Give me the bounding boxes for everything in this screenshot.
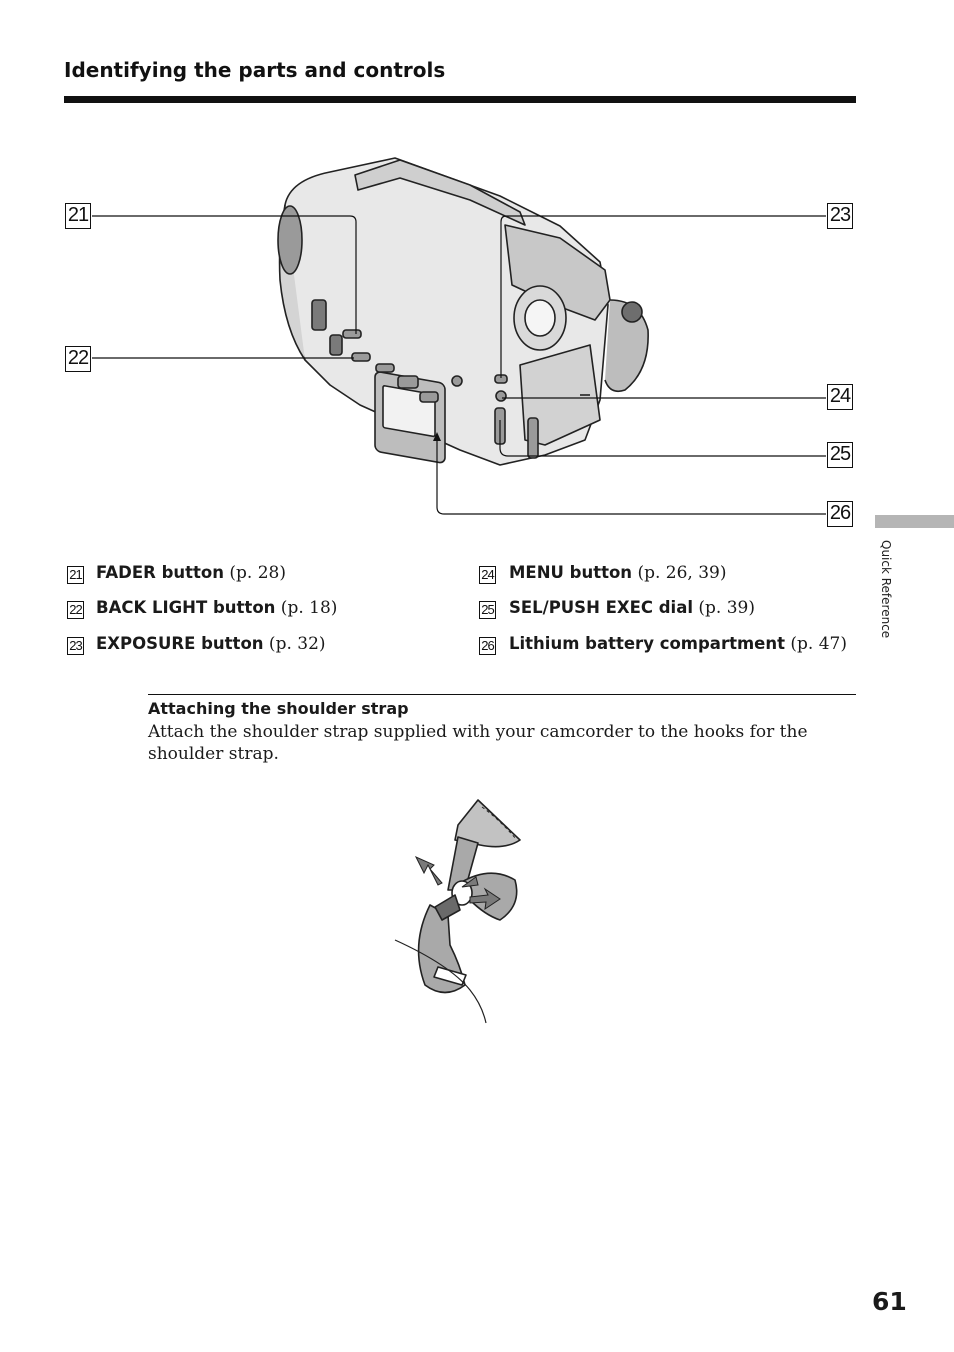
legend-name: MENU button [509,563,633,582]
legend-item: MENU button (p. 26, 39) [509,563,727,583]
callout-badge-21: 21 [65,203,91,229]
legend-ref: (p. 47) [785,634,847,654]
shoulder-strap-illustration [394,799,521,1024]
callout-badge-26: 26 [827,501,853,527]
legend-badge: 23 [67,637,84,655]
legend-name: FADER button [96,563,224,582]
legend-name: EXPOSURE button [96,634,264,653]
legend-name: SEL/PUSH EXEC dial [509,598,693,617]
legend-name: BACK LIGHT button [96,598,276,617]
legend-ref: (p. 32) [263,634,326,654]
side-tab-label: Quick Reference [879,540,893,639]
legend-item: BACK LIGHT button (p. 18) [96,598,337,618]
legend-ref: (p. 28) [223,563,286,583]
legend-badge: 22 [67,601,84,619]
heading-rule [64,96,856,103]
legend-ref: (p. 26, 39) [632,563,727,583]
legend-badge: 24 [479,566,496,584]
camcorder-illustration [92,157,826,515]
page-number: 61 [872,1287,907,1316]
section-tab-bar [875,515,954,528]
legend-name: Lithium battery compartment [509,634,785,653]
page-heading: Identifying the parts and controls [64,58,446,82]
legend-item: Lithium battery compartment (p. 47) [509,634,847,654]
section-title: Attaching the shoulder strap [148,699,409,718]
legend-badge: 26 [479,637,496,655]
callout-badge-22: 22 [65,346,91,372]
legend-ref: (p. 18) [275,598,338,618]
legend-item: SEL/PUSH EXEC dial (p. 39) [509,598,755,618]
section-body: Attach the shoulder strap supplied with … [148,722,808,764]
legend-badge: 25 [479,601,496,619]
legend-badge: 21 [67,566,84,584]
callout-badge-25: 25 [827,442,853,468]
callout-badge-23: 23 [827,203,853,229]
section-divider [148,694,856,695]
legend-ref: (p. 39) [693,598,755,618]
callout-badge-24: 24 [827,384,853,410]
legend-item: FADER button (p. 28) [96,563,286,583]
legend-item: EXPOSURE button (p. 32) [96,634,326,654]
